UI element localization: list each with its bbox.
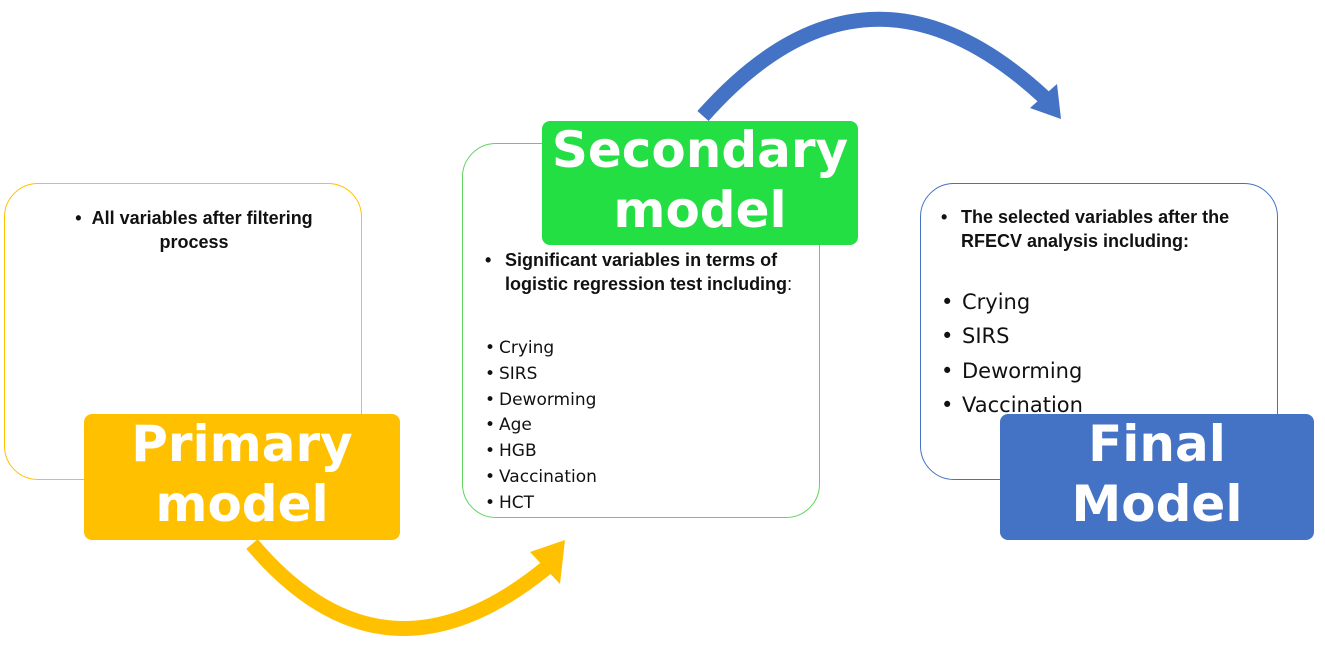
final-bullet-item: The selected variables after the RFECV a… — [941, 205, 1261, 253]
final-variable-list: Crying SIRS Deworming Vaccination — [941, 285, 1083, 422]
secondary-label-line1: Secondary — [551, 121, 849, 179]
final-bullet-list: The selected variables after the RFECV a… — [941, 205, 1261, 253]
primary-to-secondary-arrow — [246, 539, 551, 636]
final-variable-item: Crying — [941, 285, 1083, 320]
secondary-variable-item: HCT — [485, 491, 597, 517]
primary-to-secondary-arrowhead — [530, 540, 565, 584]
secondary-bullet-text: Significant variables in terms of logist… — [505, 250, 788, 294]
secondary-bullet-list: Significant variables in terms of logist… — [485, 248, 805, 296]
secondary-to-final-arrowhead — [1030, 84, 1061, 119]
secondary-to-final-arrow — [697, 11, 1051, 121]
final-variable-item: Deworming — [941, 354, 1083, 389]
secondary-variable-item: Deworming — [485, 388, 597, 414]
secondary-variable-item: Age — [485, 413, 597, 439]
secondary-label-line2: model — [613, 181, 787, 239]
secondary-model-label: Secondary model — [542, 121, 858, 245]
secondary-bullet-colon: : — [787, 274, 793, 294]
secondary-variable-item: HGB — [485, 439, 597, 465]
primary-model-label: Primary model — [84, 414, 400, 540]
primary-bullet-item: All variables after filtering process — [49, 206, 339, 254]
final-variable-item: Vaccination — [941, 388, 1083, 423]
secondary-variable-item: Crying — [485, 336, 597, 362]
final-label-line2: Model — [1071, 475, 1243, 533]
secondary-variable-item: Vaccination — [485, 465, 597, 491]
final-variable-item: SIRS — [941, 319, 1083, 354]
primary-bullet-list: All variables after filtering process — [49, 206, 339, 254]
primary-label-line2: model — [155, 475, 329, 533]
final-model-label: Final Model — [1000, 414, 1314, 540]
secondary-variable-list: Crying SIRS Deworming Age HGB Vaccinatio… — [485, 336, 597, 517]
secondary-bullet-item: Significant variables in terms of logist… — [485, 248, 805, 296]
primary-label-line1: Primary — [131, 415, 353, 473]
secondary-variable-item: SIRS — [485, 362, 597, 388]
final-label-line1: Final — [1088, 415, 1226, 473]
